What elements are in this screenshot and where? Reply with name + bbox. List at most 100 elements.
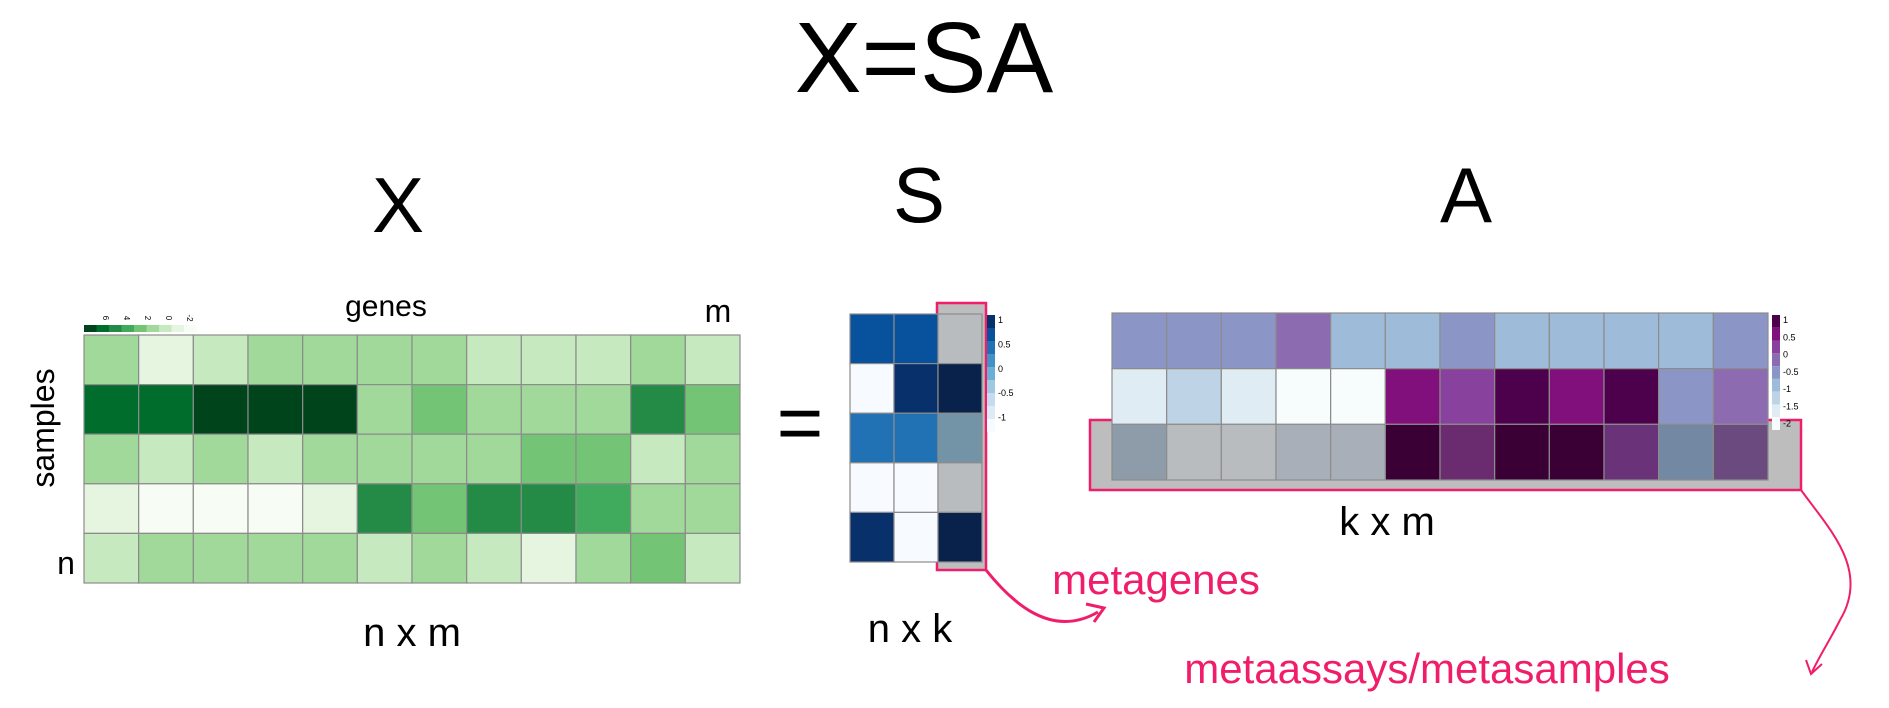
heatmap-cell	[630, 334, 686, 386]
heatmap-cell	[83, 433, 140, 485]
legend-swatch	[987, 393, 995, 406]
heatmap-cell	[1712, 368, 1769, 425]
heatmap-cell	[1603, 312, 1660, 370]
heatmap-cell	[893, 462, 939, 513]
heatmap-cell	[356, 433, 413, 485]
heatmap-cell	[1494, 423, 1550, 481]
heatmap-cell	[356, 384, 413, 435]
equals-sign: =	[777, 378, 824, 467]
heatmap-cell	[411, 532, 468, 584]
heatmap-cell	[411, 483, 468, 534]
heatmap-cell	[893, 511, 939, 563]
heatmap-cell	[937, 363, 983, 414]
heatmap-cell	[138, 483, 194, 534]
heatmap-cell	[1603, 423, 1660, 481]
heatmap-cell	[893, 313, 939, 365]
heatmap-cell	[1494, 312, 1550, 370]
legend-tick: -1	[1783, 384, 1791, 394]
heatmap-cell	[1275, 423, 1332, 481]
heatmap-cell	[849, 462, 895, 513]
legend-swatch	[1772, 353, 1780, 367]
heatmap-cell	[247, 334, 304, 386]
heatmap-cell	[1384, 423, 1441, 481]
heatmap-cell	[849, 363, 895, 414]
heatmap-cell	[302, 433, 358, 485]
heatmap-cell	[302, 483, 358, 534]
heatmap-cell	[1275, 368, 1332, 425]
heatmap-cell	[1220, 368, 1277, 425]
heatmap-cell	[356, 334, 413, 386]
legend-swatch	[109, 325, 122, 332]
heatmap-cell	[247, 483, 304, 534]
heatmap-cell	[466, 384, 522, 435]
heatmap-cell	[192, 384, 249, 435]
legend-tick: -1.5	[1783, 401, 1799, 411]
legend-swatch	[987, 380, 995, 393]
legend-swatch	[159, 325, 172, 332]
legend-swatch	[1772, 327, 1780, 341]
legend-tick: -2	[185, 314, 194, 322]
heatmap-cell	[684, 384, 741, 435]
heatmap-cell	[356, 532, 413, 584]
heatmap-cell	[302, 334, 358, 386]
heatmap-cell	[1111, 368, 1168, 425]
legend-swatch	[987, 341, 995, 354]
heatmap-cell	[138, 433, 194, 485]
legend-tick: 1	[1783, 315, 1788, 325]
legend-swatch	[987, 328, 995, 341]
m-label: m	[705, 293, 732, 329]
a-dims-label: k x m	[1339, 500, 1435, 544]
legend-tick: 6	[101, 316, 110, 321]
heatmap-cell	[520, 334, 577, 386]
heatmap-cell	[138, 334, 194, 386]
legend-swatch	[1772, 366, 1780, 379]
heatmap-cell	[1111, 312, 1168, 370]
heatmap-cell	[356, 483, 413, 534]
heatmap-cell	[937, 412, 983, 464]
legend-swatch	[987, 367, 995, 380]
heatmap-cell	[849, 313, 895, 365]
heatmap-cell	[1384, 368, 1441, 425]
matrix-a-heatmap	[1111, 312, 1769, 481]
heatmap-cell	[575, 433, 632, 485]
heatmap-cell	[684, 433, 741, 485]
heatmap-cell	[1111, 423, 1168, 481]
heatmap-cell	[138, 532, 194, 584]
heatmap-cell	[1548, 312, 1605, 370]
heatmap-cell	[630, 433, 686, 485]
heatmap-cell	[466, 532, 522, 584]
legend-swatch	[987, 315, 995, 328]
legend-swatch	[987, 419, 995, 432]
heatmap-cell	[138, 384, 194, 435]
matrix-x-legend: 6 4 2 0 -2	[84, 314, 197, 332]
matrix-x-heatmap	[83, 334, 741, 584]
legend-tick: 0	[164, 316, 173, 321]
matrix-x-label: X	[372, 161, 424, 249]
legend-swatch	[171, 325, 184, 332]
heatmap-cell	[247, 532, 304, 584]
heatmap-cell	[575, 334, 632, 386]
heatmap-cell	[302, 532, 358, 584]
legend-tick: 2	[143, 316, 152, 321]
heatmap-cell	[893, 412, 939, 464]
legend-tick: -0.5	[1783, 367, 1799, 377]
legend-swatch	[96, 325, 109, 332]
heatmap-cell	[937, 462, 983, 513]
legend-tick: -1	[998, 413, 1006, 423]
legend-tick: 4	[122, 316, 131, 321]
legend-swatch	[1772, 378, 1780, 392]
heatmap-cell	[466, 483, 522, 534]
heatmap-cell	[466, 334, 522, 386]
heatmap-cell	[575, 384, 632, 435]
heatmap-cell	[849, 511, 895, 563]
legend-swatch	[146, 325, 159, 332]
legend-tick: 0	[998, 364, 1003, 374]
heatmap-cell	[411, 433, 468, 485]
heatmap-cell	[1166, 423, 1222, 481]
heatmap-cell	[192, 334, 249, 386]
legend-swatch	[987, 354, 995, 367]
legend-swatch	[121, 325, 134, 332]
legend-tick: 1	[998, 315, 1003, 325]
legend-swatch	[84, 325, 97, 332]
